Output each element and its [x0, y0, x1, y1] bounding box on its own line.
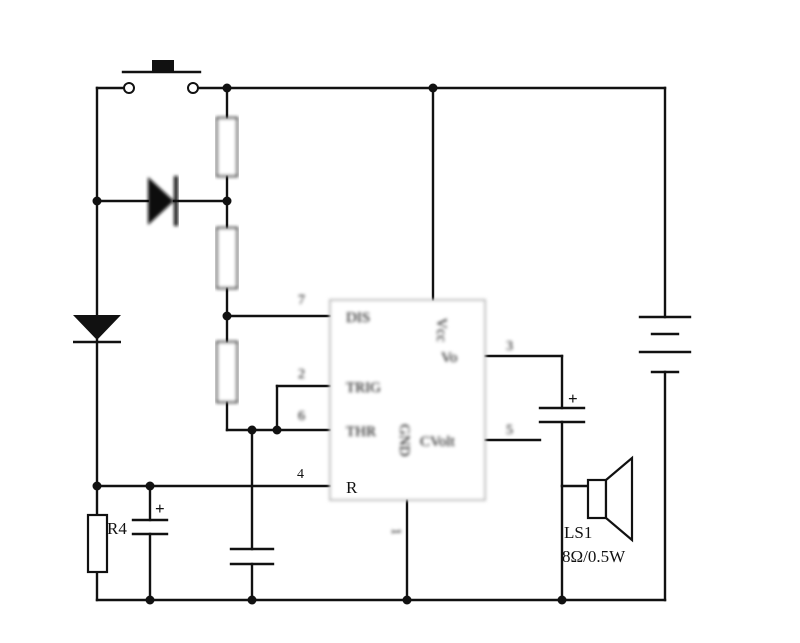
battery: [638, 315, 692, 374]
ic-label-thr: THR: [346, 424, 376, 440]
pin-number-6: 6: [298, 409, 305, 424]
resistor-chain: [215, 116, 239, 404]
ic-label-gnd: GND: [396, 424, 412, 457]
pin-number-4: 4: [297, 467, 304, 482]
label-ls1: LS1: [564, 523, 592, 542]
resistor-r3: [215, 340, 239, 404]
pin-number-1: 1: [388, 528, 403, 535]
capacitor-timing: [229, 547, 275, 566]
push-button-switch: [121, 60, 202, 94]
label-r4: R4: [107, 519, 127, 538]
pin-number-2: 2: [298, 367, 305, 382]
pin-number-7: 7: [298, 293, 305, 308]
diode-horizontal: [148, 176, 178, 226]
label-cap-plus-c1: +: [155, 499, 165, 518]
pin-number-3: 3: [506, 339, 513, 354]
resistor-r4: [86, 513, 109, 574]
ic-label-vcc: Vcc: [433, 318, 449, 342]
junction-dots: [92, 83, 567, 605]
capacitor-output: [538, 406, 586, 424]
ic-555-body: [329, 299, 486, 501]
diode-vertical: [73, 315, 121, 344]
label-cap-plus-output: +: [568, 389, 578, 408]
ic-label-r: R: [346, 478, 358, 497]
resistor-r2: [215, 226, 239, 290]
capacitor-c1: [131, 518, 169, 536]
ic-label-dis: DIS: [346, 310, 370, 326]
speaker: [586, 455, 634, 543]
label-speaker-rating: 8Ω/0.5W: [562, 547, 626, 566]
ic-label-vo: Vo: [441, 350, 457, 366]
ic-label-cvolt: CVolt: [420, 434, 456, 450]
pin-number-5: 5: [506, 423, 513, 438]
ic-label-trig: TRIG: [346, 380, 381, 396]
resistor-r1: [215, 116, 239, 178]
